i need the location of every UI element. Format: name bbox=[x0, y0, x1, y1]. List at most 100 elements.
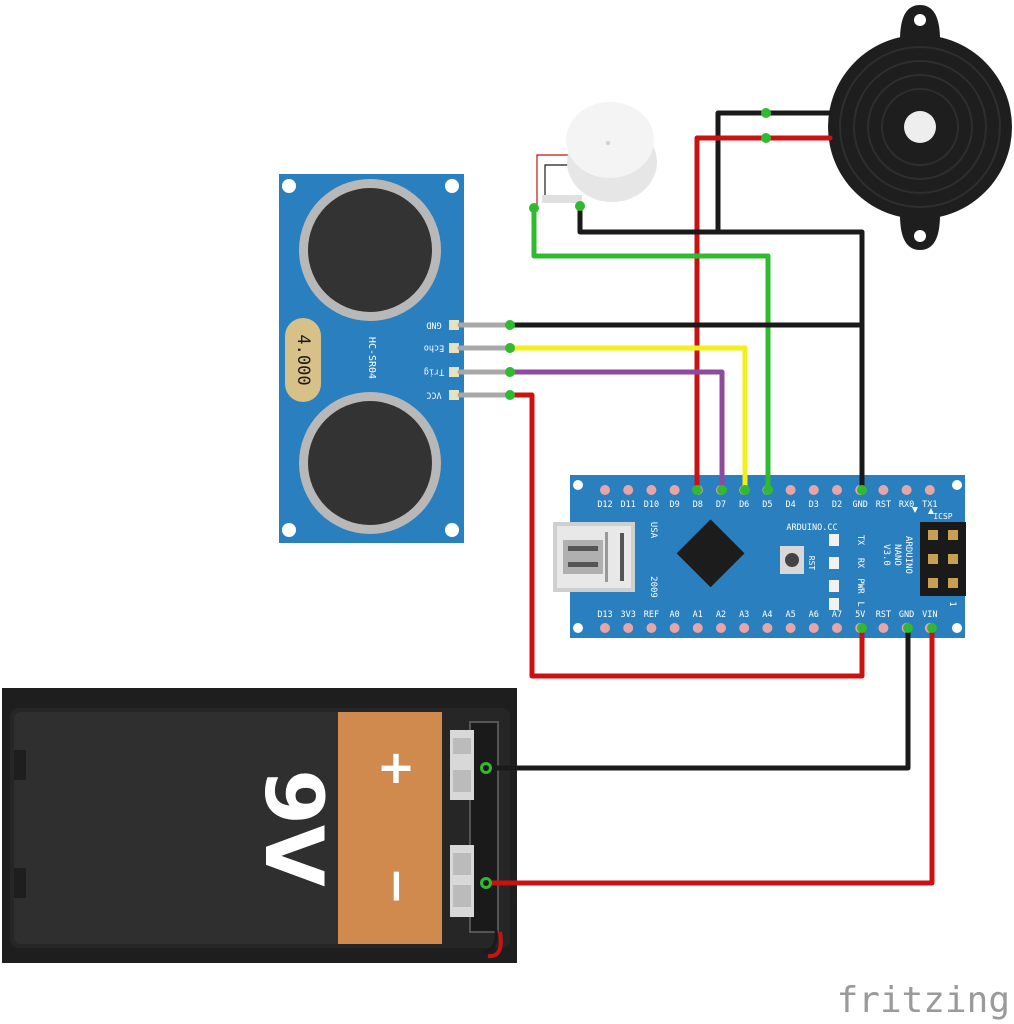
board-top-pin-label: TX1 bbox=[922, 500, 937, 510]
board-top-pin bbox=[878, 485, 889, 495]
microcontroller-chip bbox=[676, 519, 745, 588]
board-top-pin-label: D12 bbox=[597, 500, 612, 510]
status-led-label: L bbox=[855, 601, 865, 606]
status-led-label: TX bbox=[855, 535, 865, 546]
board-top-pin-label: D11 bbox=[621, 500, 636, 510]
board-bottom-pin-label: A0 bbox=[669, 610, 679, 620]
status-led-label: RX bbox=[855, 558, 865, 569]
board-top-pin-label: D3 bbox=[809, 500, 819, 510]
board-bottom-pin-label: A6 bbox=[809, 610, 819, 620]
board-bottom-pin bbox=[762, 623, 773, 633]
board-bottom-pin bbox=[878, 623, 889, 633]
board-top-pin-label: RST bbox=[876, 500, 891, 510]
vibration-motor bbox=[536, 102, 657, 205]
status-led bbox=[829, 534, 839, 546]
board-top-pin-label: D7 bbox=[716, 500, 726, 510]
board-top-pin bbox=[832, 485, 842, 495]
board-bottom-pin bbox=[739, 623, 750, 633]
sensor-pin-pad bbox=[449, 320, 459, 330]
board-top-pin bbox=[808, 485, 819, 495]
sensor-pin-label: Trig bbox=[424, 367, 444, 377]
status-led bbox=[829, 580, 839, 592]
board-rst-label: RST bbox=[807, 556, 816, 571]
board-top-pin-label: D10 bbox=[644, 500, 659, 510]
sensor-pin-pad bbox=[449, 343, 459, 353]
board-bottom-pin-label: 5V bbox=[855, 610, 865, 620]
board-top-pin-label: D4 bbox=[785, 500, 795, 510]
board-pin-one-label: 1 bbox=[947, 601, 957, 606]
board-bottom-pin-label: GND bbox=[899, 610, 914, 620]
sensor-trig-wire-d7 bbox=[507, 369, 725, 493]
motor-signal-wire-d5 bbox=[531, 205, 771, 493]
board-bottom-pin bbox=[646, 623, 657, 633]
board-top-pin bbox=[924, 485, 935, 495]
sensor-echo-wire-d6 bbox=[507, 345, 748, 493]
battery-9v: + − 9V bbox=[2, 688, 517, 963]
board-bottom-pin-label: A5 bbox=[785, 610, 795, 620]
buzzer-gnd-wire bbox=[715, 110, 763, 235]
sensor-pin-label: VCC bbox=[426, 390, 441, 400]
status-led bbox=[829, 598, 839, 610]
board-top-pin-label: D9 bbox=[669, 500, 679, 510]
board-name-line-3: V3.0 bbox=[881, 544, 891, 566]
board-top-pin-label: GND bbox=[853, 500, 868, 510]
icsp-header bbox=[920, 522, 966, 596]
board-name-line-1: ARDUINO bbox=[903, 536, 913, 574]
board-top-pin bbox=[901, 485, 912, 495]
battery-negative-wire bbox=[483, 625, 911, 771]
board-bottom-pin-label: REF bbox=[644, 610, 659, 620]
board-bottom-pin-label: A7 bbox=[832, 610, 842, 620]
board-bottom-pin-label: RST bbox=[876, 610, 891, 620]
board-top-pin-label: D6 bbox=[739, 500, 749, 510]
board-top-pin bbox=[785, 485, 796, 495]
board-bottom-pin bbox=[600, 623, 610, 633]
board-bottom-pin-label: A2 bbox=[716, 610, 726, 620]
board-bottom-pin-label: VIN bbox=[922, 610, 937, 620]
board-name-line-2: NANO bbox=[892, 544, 902, 566]
board-year-label: 2009 bbox=[648, 576, 658, 598]
board-bottom-pin bbox=[692, 623, 703, 633]
board-bottom-pin bbox=[716, 623, 726, 633]
board-usa-label: USA bbox=[648, 522, 658, 539]
sensor-model-label: HC-SR04 bbox=[366, 337, 377, 379]
board-bottom-pin bbox=[832, 623, 842, 633]
piezo-buzzer bbox=[828, 5, 1012, 250]
board-top-pin bbox=[669, 485, 680, 495]
sensor-vcc-wire-5v bbox=[507, 392, 865, 679]
board-bottom-pin bbox=[808, 623, 819, 633]
wires bbox=[457, 108, 937, 889]
board-site-label: ARDUINO.CC bbox=[786, 523, 837, 533]
buzzer-signal-wire-d8 bbox=[694, 135, 763, 493]
arduino-nano-board: ICSP 1 USA 2009 ARDUINO.CC RST ARDUINO N… bbox=[553, 475, 966, 638]
battery-minus-label: − bbox=[371, 867, 425, 906]
battery-plus-label: + bbox=[377, 740, 416, 794]
board-top-pin-label: D8 bbox=[693, 500, 703, 510]
board-top-pin bbox=[600, 485, 610, 495]
board-bottom-pin-label: A3 bbox=[739, 610, 749, 620]
board-top-pin bbox=[623, 485, 634, 495]
board-top-pin-label: D5 bbox=[762, 500, 772, 510]
board-bottom-pin bbox=[623, 623, 634, 633]
board-top-pin-label: RX0 bbox=[899, 500, 914, 510]
battery-voltage-label: 9V bbox=[247, 769, 340, 887]
sensor-crystal-label: 4.000 bbox=[293, 334, 313, 385]
battery-positive-wire bbox=[483, 625, 935, 886]
board-bottom-pin-label: A1 bbox=[693, 610, 703, 620]
ground-bus-wire bbox=[577, 203, 865, 493]
board-top-pin-label: D2 bbox=[832, 500, 842, 510]
board-bottom-pin bbox=[785, 623, 796, 633]
board-bottom-pin-label: A4 bbox=[762, 610, 772, 620]
sensor-pin-label: GND bbox=[426, 320, 441, 330]
status-led-label: PWR bbox=[855, 578, 865, 594]
sensor-pin-label: Echo bbox=[424, 343, 444, 353]
status-leds: TX RX PWR L bbox=[829, 534, 865, 610]
board-bottom-pin-label: D13 bbox=[597, 610, 612, 620]
sensor-pin-pad bbox=[449, 367, 459, 377]
board-bottom-pin-label: 3V3 bbox=[621, 610, 636, 620]
usb-port bbox=[553, 522, 635, 592]
fritzing-watermark: fritzing bbox=[837, 980, 1010, 1021]
sensor-pin-pad bbox=[449, 390, 459, 400]
board-icsp-label: ICSP bbox=[933, 512, 952, 521]
